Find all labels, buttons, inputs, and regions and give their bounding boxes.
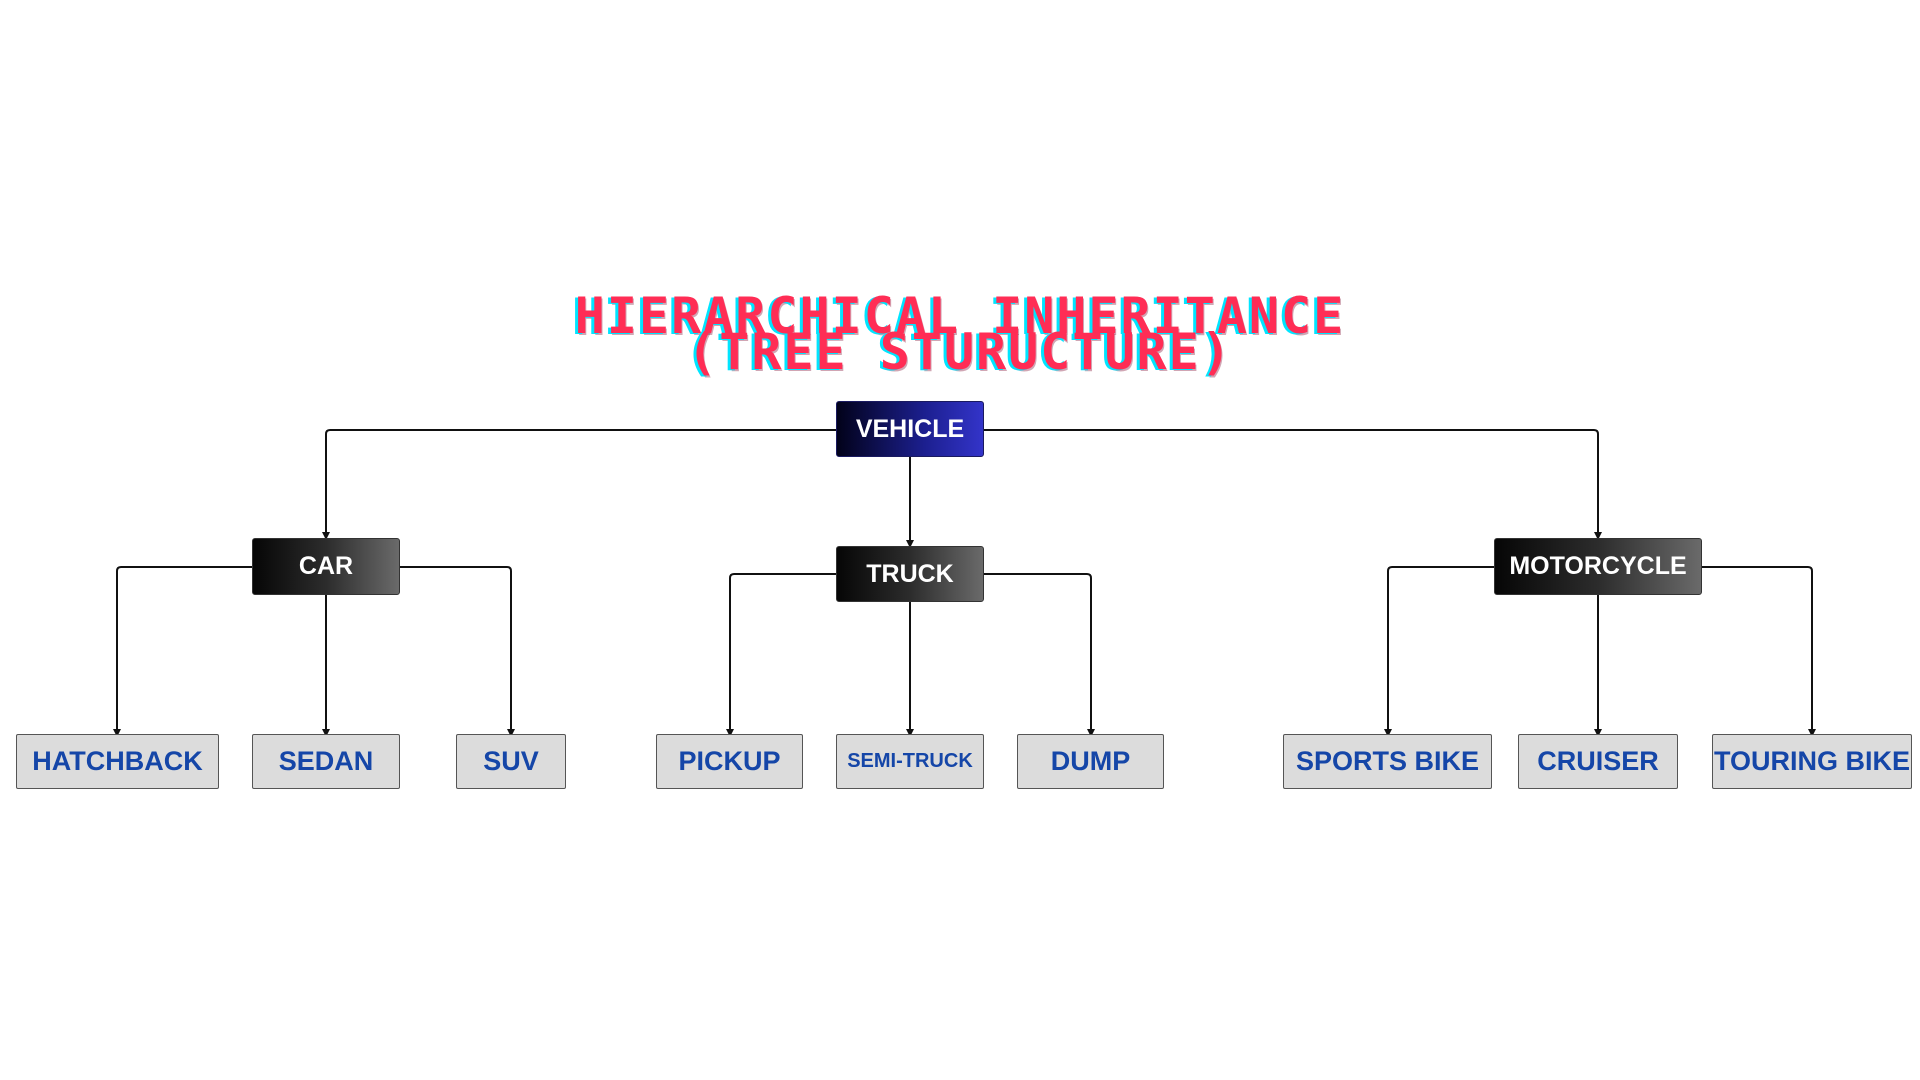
node-car: CAR: [252, 538, 400, 595]
connector-truck-dump: [984, 573, 1095, 737]
node-sports-bike: SPORTS BIKE: [1283, 734, 1492, 789]
node-semi-truck: SEMI-TRUCK: [836, 734, 984, 789]
connector-car-suv: [400, 566, 515, 737]
node-vehicle: VEHICLE: [836, 401, 984, 457]
node-dump: DUMP: [1017, 734, 1164, 789]
diagram-title: Hierarchical Inheritance: [574, 287, 1346, 345]
node-cruiser: CRUISER: [1518, 734, 1678, 789]
node-suv: SUV: [456, 734, 566, 789]
connector-truck-pickup: [726, 573, 836, 737]
node-sedan: SEDAN: [252, 734, 400, 789]
connector-vehicle-motorcycle: [984, 429, 1602, 540]
node-motorcycle: MOTORCYCLE: [1494, 538, 1702, 595]
node-pickup: PICKUP: [656, 734, 803, 789]
connector-motorcycle-sports: [1384, 566, 1494, 737]
node-truck: TRUCK: [836, 546, 984, 602]
connector-vehicle-car: [322, 429, 836, 540]
node-touring-bike: TOURING BIKE: [1712, 734, 1912, 789]
connector-car-hatchback: [113, 566, 252, 737]
diagram-subtitle: (Tree Sturucture): [687, 323, 1233, 381]
connector-motorcycle-touring: [1702, 566, 1816, 737]
node-hatchback: HATCHBACK: [16, 734, 219, 789]
